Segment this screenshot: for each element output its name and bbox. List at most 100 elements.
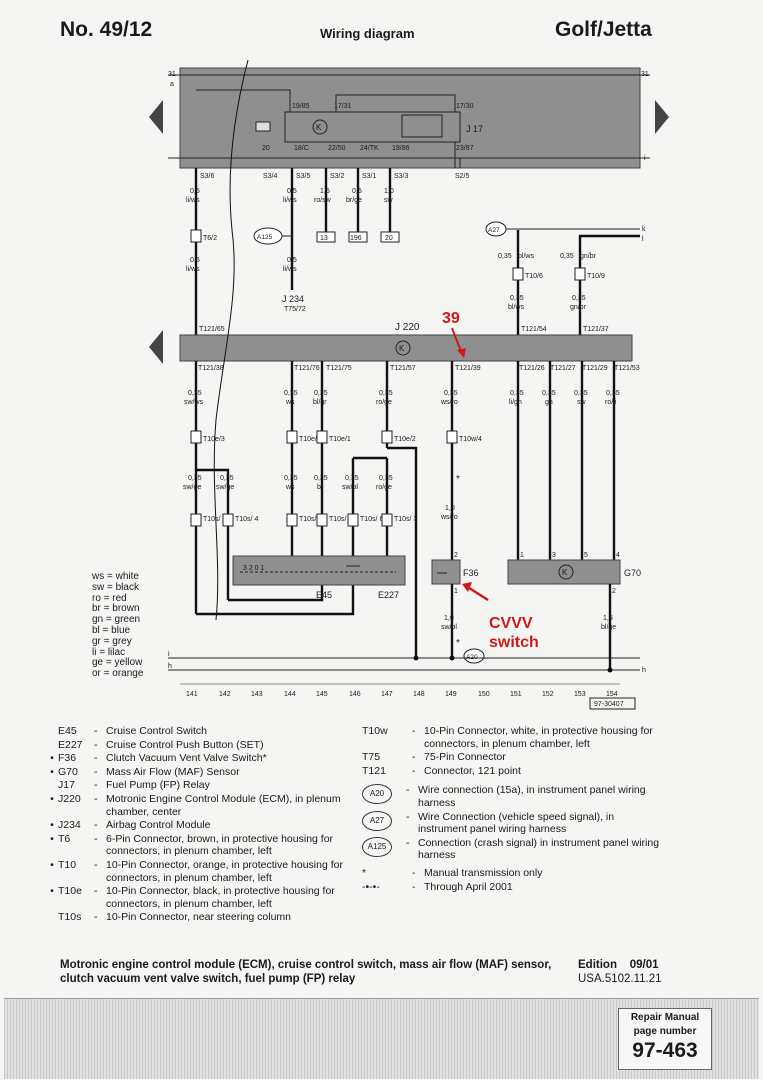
row-k-label: k: [642, 226, 646, 233]
wire-color: ws/ro: [440, 399, 458, 406]
legend-code: T10s: [58, 911, 82, 924]
wire-connection-label: A125: [257, 234, 273, 241]
e45-pin-labels: 3 2 0 1: [243, 565, 265, 572]
connector-t10e: T10e/9: [299, 436, 321, 443]
color-legend-item: li = lilac: [92, 646, 126, 658]
ecm-top-terminal: T121/65: [199, 326, 225, 333]
legend-description: Airbag Control Module: [106, 819, 211, 832]
legend-description: Mass Air Flow (MAF) Sensor: [106, 765, 240, 778]
legend-code: G70: [58, 765, 78, 778]
legend-description: Connector, 121 point: [424, 764, 521, 777]
legend-bullet: •: [50, 792, 54, 805]
f36-pin: 1: [454, 588, 458, 595]
connector-t10e: T10e/3: [203, 436, 225, 443]
prev-page-arrow-icon[interactable]: [149, 100, 163, 134]
edition-label: Edition: [578, 959, 617, 971]
legend-dash: -: [94, 885, 98, 898]
g70-pin: 4: [616, 552, 620, 559]
wire-color: ro/li: [605, 399, 617, 406]
legend-row: •T6-6-Pin Connector, brown, in protectiv…: [46, 833, 346, 858]
wire-size: 0,35: [188, 475, 202, 482]
document-title: Wiring diagram: [320, 26, 415, 41]
g70-pin: 1: [520, 552, 524, 559]
terminal-label: 17/30: [456, 103, 474, 110]
legend-dash: -: [94, 858, 98, 871]
color-legend: ws = white sw = black ro = red br = brow…: [92, 571, 144, 680]
e227-label: E227: [378, 590, 399, 600]
wire-color: sw/ge: [216, 484, 234, 491]
wire-color: ws/ro: [440, 514, 458, 521]
wiring-diagram: 31 a 31 i K J 17 19/85 17/31 17/30 18/C …: [149, 59, 669, 710]
legend-bullet: [46, 725, 58, 738]
legend-description: Fuel Pump (FP) Relay: [106, 779, 210, 792]
color-legend-item: ge = yellow: [92, 657, 143, 669]
rail-i-label: i: [168, 651, 170, 658]
legend-row: •F36-Clutch Vacuum Vent Valve Switch*: [46, 752, 346, 765]
wire-color: bl/gr: [313, 399, 327, 406]
ecm-bottom-terminal: T121/27: [550, 365, 576, 372]
document-number: No. 49/12: [60, 18, 153, 41]
wire-size: 0,35: [606, 390, 620, 397]
legend-description: Cruise Control Switch: [106, 725, 207, 737]
wire-color: sw/bl: [342, 484, 358, 491]
wire-color: bl/ws: [508, 304, 524, 311]
page-box-label-1: Repair Manual: [630, 1012, 700, 1023]
wire-color: li/ws: [283, 197, 297, 204]
legend-code: E45: [58, 725, 77, 737]
wire-size: 1,5: [320, 188, 330, 195]
annotation-arrow-icon: [457, 348, 466, 358]
legend-description: Through April 2001: [424, 880, 513, 893]
legend-row: T75-75-Pin Connector: [362, 751, 662, 764]
wire-color: li/gn: [509, 399, 522, 406]
legend-description: Wire connection (15a), in instrument pan…: [418, 784, 646, 809]
legend-row: •T10e-10-Pin Connector, black, in protec…: [46, 885, 346, 910]
legend-dash: -: [94, 725, 98, 737]
page-number-box: Repair Manual page number 97-463: [618, 1008, 712, 1070]
wire-color: gn/br: [580, 253, 597, 260]
ecm-bottom-terminal: T121/39: [455, 365, 481, 372]
legend-row: T10s-10-Pin Connector, near steering col…: [46, 911, 346, 924]
legend-row: •J234-Airbag Control Module: [46, 819, 346, 832]
wire-size: 0,35: [510, 390, 524, 397]
edition-code: USA.5102.11.21: [578, 973, 662, 985]
relay-coil-icon: [312, 119, 328, 135]
ecm-bottom-terminal: T121/53: [614, 365, 640, 372]
column-number: 144: [284, 691, 296, 698]
legend-dash: -: [412, 764, 416, 777]
wire-connection-icon: A20: [362, 784, 392, 805]
wire-size: 0,35: [379, 390, 393, 397]
prev-page-arrow-icon[interactable]: [149, 330, 163, 364]
g70-pin: 5: [584, 552, 588, 559]
ref-box: 196: [350, 235, 362, 242]
wire-color: br/ge: [346, 197, 362, 204]
wire-color: ro/sw: [314, 197, 332, 204]
next-page-arrow-icon[interactable]: [655, 100, 669, 134]
legend-row: -•-•--Through April 2001: [362, 881, 662, 894]
annotation-arrow-icon: [462, 582, 472, 592]
ref-box: 20: [385, 235, 393, 242]
wire-size: 0,35: [498, 253, 512, 260]
bar-pin-label: S2/5: [455, 173, 470, 180]
connector-t10s: T10s/ 4: [235, 516, 258, 523]
legend-description: Wire Connection (vehicle speed signal), …: [418, 810, 615, 836]
wire-size: 1,0: [384, 188, 394, 195]
legend-code: T10w: [362, 725, 388, 737]
legend-code: T75: [362, 751, 381, 764]
legend-dash: -: [94, 832, 98, 845]
legend-row: A20-Wire connection (15a), in instrument…: [362, 784, 662, 809]
legend-bullet: •: [50, 832, 54, 845]
wire-color: ro/ge: [376, 399, 392, 406]
legend-code: T10: [58, 858, 77, 871]
legend-row: T121-Connector, 121 point: [362, 765, 662, 778]
legend-row: A27-Wire Connection (vehicle speed signa…: [362, 810, 662, 836]
wire-color: gn/br: [570, 304, 587, 311]
color-legend-item: or = orange: [92, 668, 144, 680]
legend-dash: -: [406, 836, 410, 849]
terminal-label: 24/TK: [360, 145, 379, 152]
legend-symbol: -•-•-: [362, 880, 380, 893]
wire-size: 0,35: [379, 475, 393, 482]
color-legend-item: gn = green: [92, 614, 141, 626]
color-legend-item: sw = black: [92, 581, 139, 593]
row-31-left: 31: [168, 71, 176, 78]
wire-color: sw/ge: [183, 484, 201, 491]
